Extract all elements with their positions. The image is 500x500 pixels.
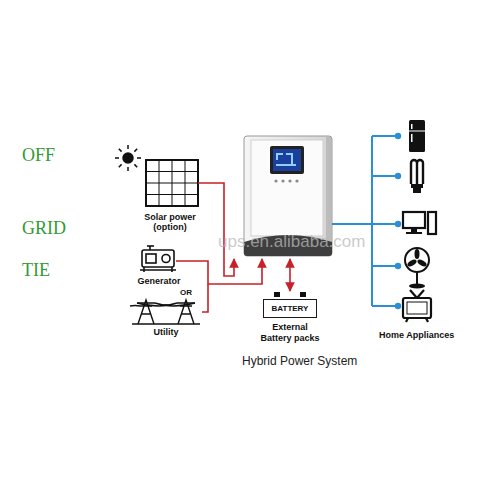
computer-icon-part xyxy=(406,232,422,234)
computer-icon-part xyxy=(428,212,436,234)
tv-icon xyxy=(403,290,431,322)
fan-icon-part xyxy=(406,258,417,267)
generator-icon-part xyxy=(162,255,170,263)
solar-panel-icon-part xyxy=(146,160,198,206)
computer-icon-part xyxy=(403,212,425,228)
hybrid-inverter-part xyxy=(274,179,277,182)
generator-icon xyxy=(140,246,176,272)
hybrid-inverter-part xyxy=(276,153,278,160)
generator-icon-part xyxy=(146,254,156,263)
utility-pylon-icon-part xyxy=(130,303,195,306)
generator-icon-part xyxy=(171,267,173,272)
battery-box: BATTERY External Battery packs xyxy=(258,297,322,343)
load-output-wire xyxy=(372,265,398,267)
or-label: OR xyxy=(180,288,192,297)
fridge-icon xyxy=(409,120,425,152)
sun-icon-part xyxy=(123,153,133,163)
mode-word: TIE xyxy=(22,260,50,281)
bulb-icon-part xyxy=(411,160,423,184)
sun-icon-part xyxy=(119,164,122,167)
sun-icon-part xyxy=(115,157,119,159)
power-input-wire xyxy=(176,259,262,284)
diagram-caption: Hybrid Power System xyxy=(242,354,357,368)
sun-icon-part xyxy=(127,145,129,149)
load-output-wire xyxy=(332,223,372,225)
source-label: Generator xyxy=(122,276,196,286)
fan-icon-part xyxy=(415,249,420,259)
power-input-wire xyxy=(289,259,291,291)
tv-icon-part xyxy=(407,302,427,314)
sun-icon-part xyxy=(137,157,141,159)
hybrid-inverter-part xyxy=(276,164,296,166)
tv-icon-part xyxy=(406,318,408,322)
computer-icon-part xyxy=(411,229,417,232)
hybrid-inverter-part xyxy=(270,146,304,174)
load-output-wire xyxy=(372,135,398,137)
fridge-icon-part xyxy=(409,131,425,132)
watermark: ups.en.alibaba.com xyxy=(218,232,365,252)
sun-icon-part xyxy=(134,149,137,152)
sun-icon xyxy=(115,145,141,171)
tv-icon-part xyxy=(403,298,431,318)
hybrid-inverter-part xyxy=(291,153,293,165)
sun-icon-part xyxy=(119,149,122,152)
hybrid-inverter-part xyxy=(281,179,284,182)
generator-icon-part xyxy=(140,269,176,271)
fan-icon-part xyxy=(405,248,429,272)
bulb-icon-part xyxy=(413,188,421,193)
hybrid-inverter-part xyxy=(251,140,323,236)
source-label: External Battery packs xyxy=(258,322,322,343)
power-input-wire xyxy=(202,284,208,312)
hybrid-inverter-part xyxy=(295,179,298,182)
fan-icon-part xyxy=(416,272,418,284)
bulb-icon xyxy=(411,160,423,193)
source-label: Utility xyxy=(136,327,196,337)
fridge-icon-part xyxy=(409,120,425,152)
hybrid-inverter-part xyxy=(273,149,301,171)
solar-source: Solar power (option) xyxy=(139,212,201,233)
sun-icon-part xyxy=(127,167,129,171)
battery-terminal-part xyxy=(300,292,306,297)
tv-icon-part xyxy=(410,290,417,298)
bulb-icon-part xyxy=(411,184,423,188)
fan-icon-part xyxy=(416,258,427,267)
hybrid-inverter-part xyxy=(288,179,291,182)
generator-icon-part xyxy=(147,245,154,247)
solar-panel-icon-part xyxy=(146,171,198,172)
utility-source: Utility xyxy=(136,327,196,337)
mode-word: GRID xyxy=(22,218,66,239)
solar-panel-icon-part xyxy=(146,194,198,195)
generator-icon-part xyxy=(143,267,145,272)
utility-pylon-icon-part xyxy=(132,323,200,324)
solar-panel-icon-part xyxy=(146,183,198,184)
generator-source: Generator xyxy=(122,276,196,286)
fan-icon-part xyxy=(409,284,425,289)
load-output-wire xyxy=(371,136,373,306)
load-output-wire xyxy=(372,223,398,225)
mode-word: OFF xyxy=(22,145,55,166)
utility-pylon-icon xyxy=(130,300,200,324)
fan-icon xyxy=(405,248,429,289)
fridge-icon-part xyxy=(411,124,413,129)
tv-icon-part xyxy=(426,318,428,322)
load-output-wire xyxy=(372,305,398,307)
sun-icon-part xyxy=(134,164,137,167)
load-output-wire xyxy=(372,175,398,177)
battery-label: BATTERY xyxy=(263,299,318,318)
solar-panel-icon xyxy=(146,160,198,206)
generator-icon-part xyxy=(142,250,174,267)
appliances-label: Home Appliances xyxy=(379,330,454,340)
source-label: Solar power (option) xyxy=(139,212,201,233)
battery-terminal-part xyxy=(274,292,280,297)
tv-icon-part xyxy=(417,290,424,298)
power-input-wire xyxy=(198,183,234,276)
wiring xyxy=(176,136,398,312)
fridge-icon-part xyxy=(411,134,413,142)
computer-icon xyxy=(403,212,436,234)
battery-terminal xyxy=(274,292,306,297)
